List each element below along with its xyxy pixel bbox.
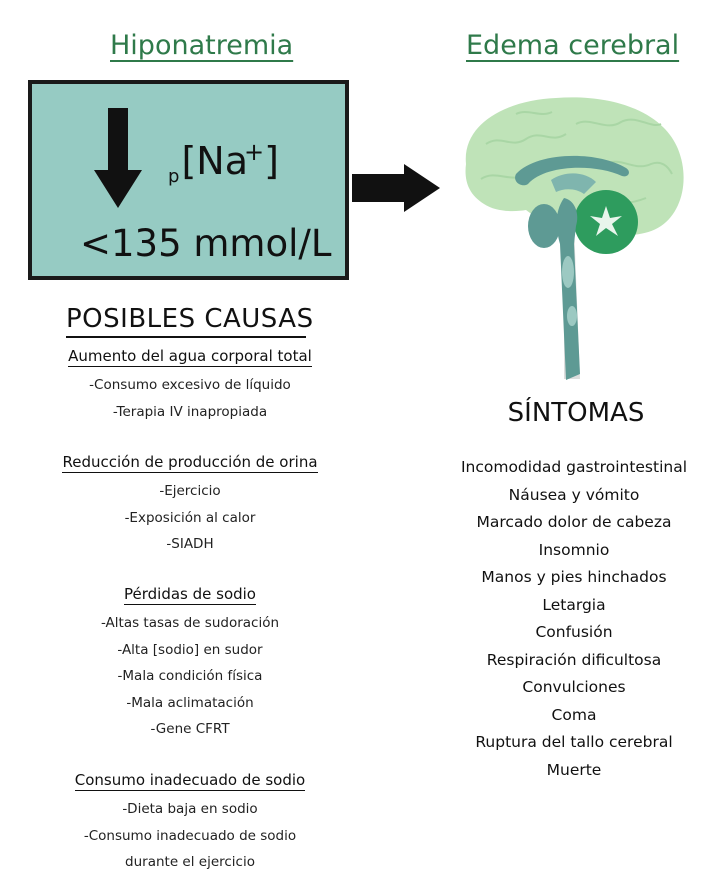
cause-item: -Dieta baja en sodio [122,801,258,817]
cause-item: -Consumo inadecuado de sodio [83,827,297,844]
symptom-item: Respiración dificultosa [486,650,662,669]
plasma-subscript: p [168,166,180,187]
symptoms-list: Incomodidad gastrointestinal Náusea y vó… [442,454,706,784]
cause-item: -Gene CFRT [150,721,230,737]
sodium-bracket-close: ] [264,139,279,183]
cause-item: -Consumo excesivo de líquido [89,377,291,393]
brain-icon [465,97,684,380]
right-arrow-icon [352,164,440,212]
cause-item: -Mala condición física [117,668,263,684]
symptom-item: Letargia [542,595,606,614]
symptom-item: Ruptura del tallo cerebral [475,733,673,751]
symptoms-title: SÍNTOMAS [507,398,645,428]
cause-item: -Ejercicio [159,483,221,499]
cause-group-heading: Reducción de producción de orina [62,453,318,473]
cause-group: Consumo inadecuado de sodio -Dieta baja … [30,770,350,876]
symptom-item: Muerte [546,760,602,779]
sodium-formula: p[Na+] [168,138,279,187]
cause-item: -Alta [sodio] en sudor [117,641,263,658]
cause-item: -Terapia IV inapropiada [112,403,268,420]
cause-group: Aumento del agua corporal total -Consumo… [30,346,350,425]
hyponatremia-heading: Hiponatremia [110,30,294,61]
sodium-box: p[Na+] <135 mmol/L [28,80,349,280]
symptom-item: Convulciones [522,678,626,696]
symptom-item: Confusión [535,623,613,641]
cerebral-edema-heading: Edema cerebral [466,30,680,61]
cause-item: -Altas tasas de sudoración [100,615,280,631]
symptom-item: Incomodidad gastrointestinal [460,458,688,476]
charge-superscript: + [243,138,265,166]
down-arrow-icon [94,108,142,208]
cause-item: durante el ejercicio [125,854,255,870]
cause-group-heading: Aumento del agua corporal total [68,347,312,367]
symptom-item: Manos y pies hinchados [481,568,667,586]
symptom-item: Marcado dolor de cabeza [476,513,672,531]
sodium-symbol: [Na [181,139,248,183]
symptom-item: Coma [551,705,597,724]
symptom-item: Náusea y vómito [508,485,640,504]
cause-group: Pérdidas de sodio -Altas tasas de sudora… [30,584,350,743]
causes-title: POSIBLES CAUSAS [66,304,313,338]
symptom-item: Insomnio [538,540,610,559]
cause-group-heading: Consumo inadecuado de sodio [74,771,306,791]
cause-item: -SIADH [166,536,214,552]
cause-group: Reducción de producción de orina -Ejerci… [30,452,350,558]
cause-item: -Exposición al calor [124,509,256,526]
cause-group-heading: Pérdidas de sodio [123,585,256,605]
cause-item: -Mala aclimatación [126,694,254,711]
sodium-threshold: <135 mmol/L [80,222,332,265]
